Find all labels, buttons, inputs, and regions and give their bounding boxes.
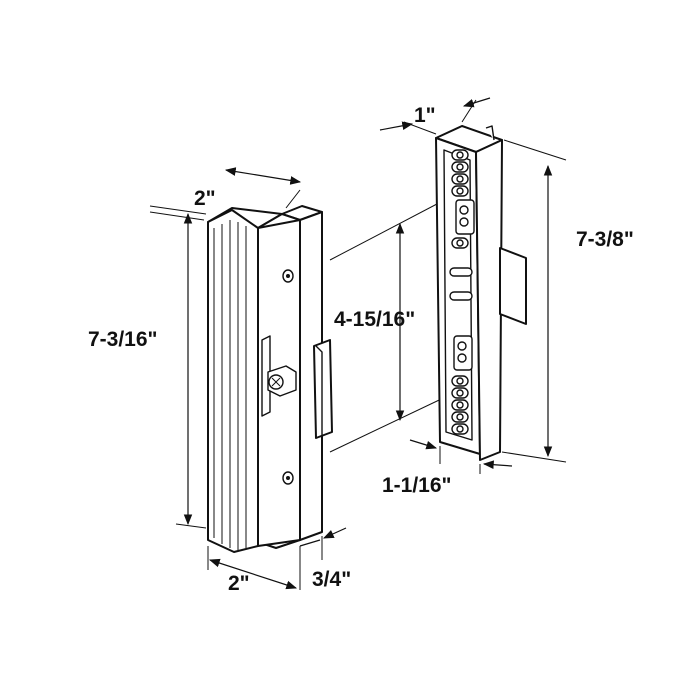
dim-handle-base-width: 2"	[228, 572, 250, 595]
dim-handle-height: 7-3/16"	[88, 328, 158, 351]
handle-dimensions: 2" 7-3/16" 2" 3/4"	[88, 167, 351, 595]
keeper-rollers-top	[451, 149, 475, 249]
dim-hole-spacing: 4-15/16"	[334, 308, 415, 331]
dim-keeper-top-width: 1"	[414, 104, 436, 127]
hole-spacing-dimension: 4-15/16"	[329, 193, 457, 453]
keeper-pins	[449, 267, 473, 301]
dim-keeper-base-width: 1-1/16"	[382, 474, 452, 497]
handle-body	[207, 205, 333, 553]
dim-handle-depth: 3/4"	[312, 568, 351, 591]
keeper-rollers-bottom	[451, 335, 473, 435]
keeper-body	[435, 125, 527, 461]
dim-keeper-height: 7-3/8"	[576, 228, 634, 251]
dim-handle-top-width: 2"	[194, 187, 216, 210]
keeper-dimensions: 1" 7-3/8" 1-1/16"	[379, 97, 634, 497]
